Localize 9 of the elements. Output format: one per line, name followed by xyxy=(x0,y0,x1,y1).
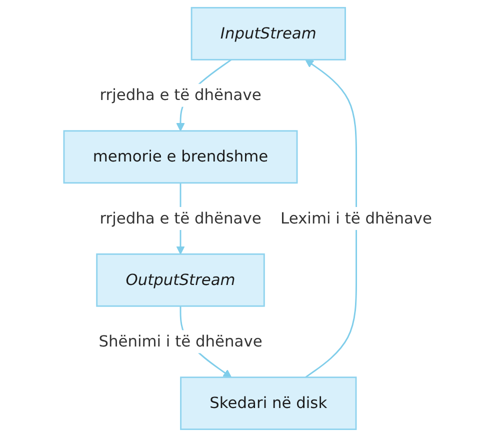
edge-label: rrjedha e të dhënave xyxy=(100,86,262,104)
node-box: Skedari në disk xyxy=(180,376,357,430)
node-box: InputStream xyxy=(190,6,346,60)
edge-label: Leximi i të dhënave xyxy=(280,208,432,228)
node-box: memorie e brendshme xyxy=(63,130,298,184)
edge-label: rrjedha e të dhënave xyxy=(100,208,262,228)
node-box: OutputStream xyxy=(96,253,265,307)
arrow xyxy=(305,59,358,378)
edge-label: Shënimi i të dhënave xyxy=(98,332,262,350)
